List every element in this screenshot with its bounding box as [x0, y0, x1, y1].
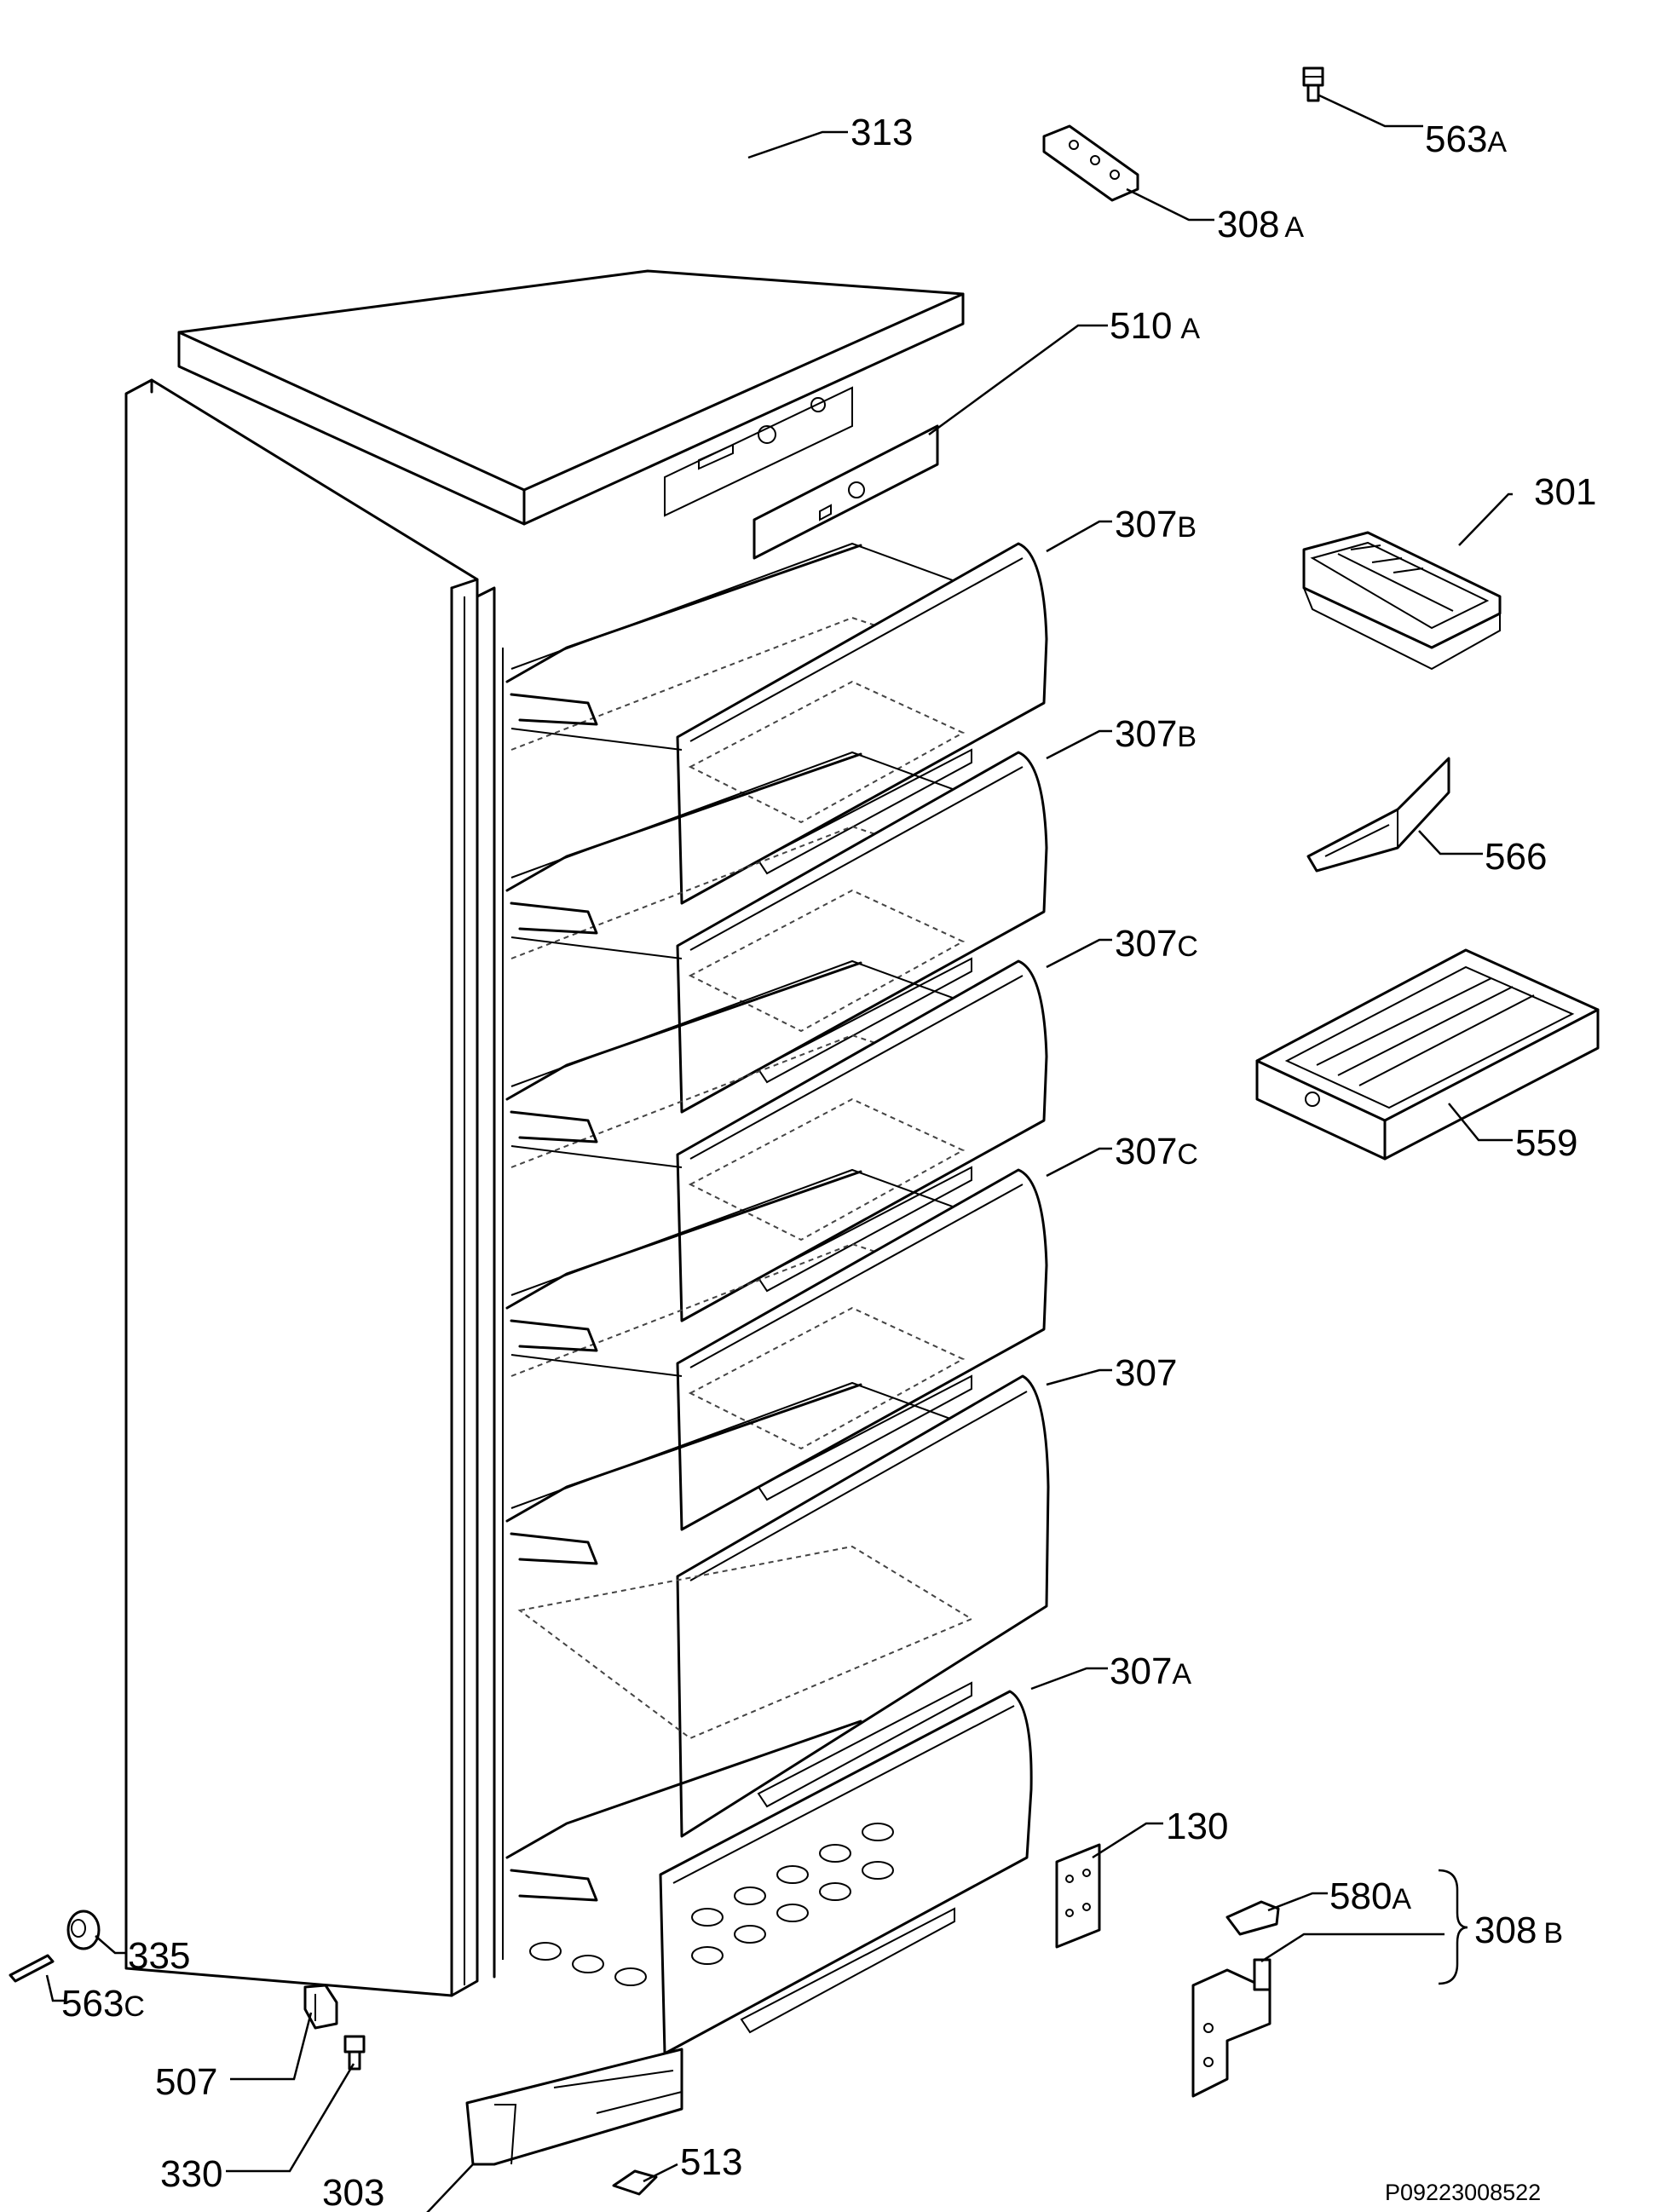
drawing-code: P09223008522	[1385, 2180, 1541, 2205]
cabinet-body	[124, 378, 504, 1997]
part-label-330: 330	[160, 2153, 222, 2195]
leader-lines	[45, 94, 1513, 2212]
hinge-cover-513	[612, 2169, 658, 2196]
part-label-307b-top: 307B	[1115, 504, 1197, 545]
top-cover-313	[177, 269, 965, 526]
hinge-308a	[1042, 124, 1139, 202]
ice-tray-301	[1302, 531, 1502, 671]
part-label-559: 559	[1515, 1122, 1577, 1164]
adjustable-foot-330	[343, 2035, 366, 2071]
part-label-513: 513	[680, 2141, 742, 2183]
part-label-313: 313	[851, 112, 913, 153]
bottom-hinge-308b	[1191, 1958, 1272, 2098]
pin-563c	[9, 1954, 55, 1983]
part-label-301: 301	[1534, 471, 1596, 513]
hinge-cap-580a	[1225, 1900, 1280, 1936]
part-label-566: 566	[1485, 836, 1547, 878]
control-panel-510a	[753, 424, 939, 560]
part-label-307c-lower: 307C	[1115, 1131, 1198, 1172]
egg-tray-pattern	[529, 1823, 894, 1986]
plinth-303	[465, 2048, 683, 2166]
ice-scraper-566	[1306, 757, 1450, 873]
part-label-307b-second: 307B	[1115, 713, 1197, 755]
cold-accumulator-559	[1255, 948, 1600, 1161]
part-label-507: 507	[155, 2061, 217, 2103]
part-label-307a: 307A	[1110, 1650, 1191, 1692]
part-label-563a: 563A	[1425, 118, 1507, 160]
drawers-stack	[505, 542, 1050, 2055]
clip-507	[303, 1984, 338, 2030]
part-label-130: 130	[1166, 1806, 1228, 1847]
screw-563a	[1302, 66, 1324, 102]
part-label-303: 303	[322, 2172, 384, 2212]
part-label-307c-upper: 307C	[1115, 923, 1198, 965]
cap-335	[66, 1910, 101, 1950]
part-label-580a: 580A	[1329, 1875, 1411, 1917]
hinge-plate-130	[1055, 1843, 1101, 1949]
part-label-307: 307	[1115, 1352, 1177, 1394]
part-label-335: 335	[128, 1935, 190, 1977]
part-label-563c: 563C	[61, 1983, 145, 2025]
drawer	[505, 542, 1048, 905]
